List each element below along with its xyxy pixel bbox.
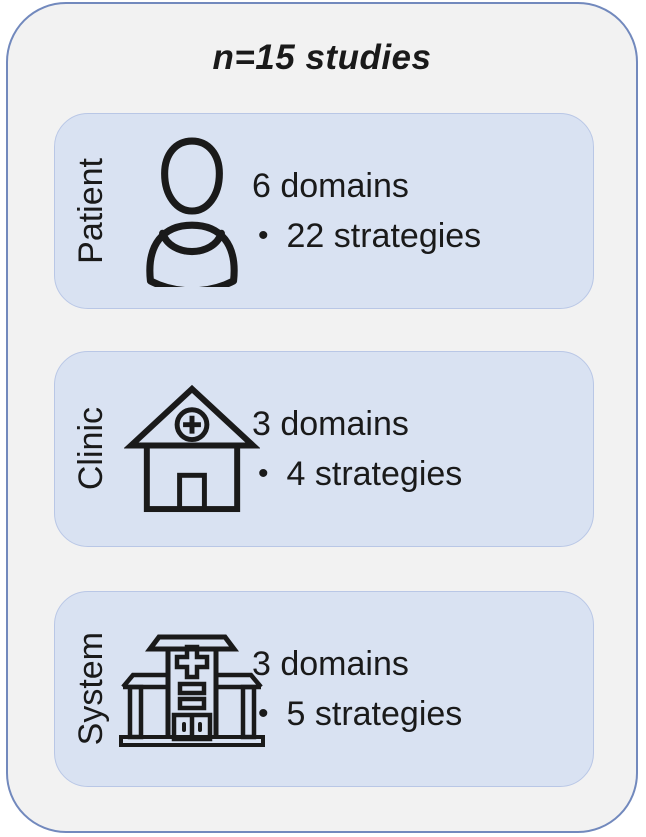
card-patient: Patient 6 domains • 22 strategies xyxy=(54,113,594,309)
bullet-glyph: • xyxy=(258,457,269,490)
strategies-line: • 5 strategies xyxy=(252,689,462,739)
hospital-icon xyxy=(119,634,265,747)
card-system-icon-slot xyxy=(117,592,267,786)
card-patient-label: Patient xyxy=(71,158,110,264)
domains-line: 6 domains xyxy=(252,167,409,205)
figure-title: n=15 studies xyxy=(212,38,432,77)
bullet-glyph: • xyxy=(258,697,269,730)
strategies-text: 5 strategies xyxy=(286,695,463,733)
person-icon xyxy=(146,137,238,287)
card-system-label: System xyxy=(71,632,110,746)
domains-line: 3 domains xyxy=(252,645,409,683)
domains-line: 3 domains xyxy=(252,405,409,443)
card-clinic-label: Clinic xyxy=(71,407,110,491)
card-system-label-slot: System xyxy=(63,592,119,786)
strategies-text: 22 strategies xyxy=(286,217,482,255)
card-system-text: 3 domains • 5 strategies xyxy=(252,639,462,739)
figure-frame: n=15 studies Patient 6 domains • 22 stra… xyxy=(6,2,638,833)
card-clinic-icon-slot xyxy=(117,352,267,546)
card-clinic-label-slot: Clinic xyxy=(63,352,119,546)
strategies-text: 4 strategies xyxy=(286,455,463,493)
bullet-glyph: • xyxy=(258,219,269,252)
strategies-line: • 22 strategies xyxy=(252,211,481,261)
card-patient-text: 6 domains • 22 strategies xyxy=(252,161,481,261)
clinic-icon xyxy=(124,384,260,513)
card-patient-label-slot: Patient xyxy=(63,114,119,308)
strategies-line: • 4 strategies xyxy=(252,449,462,499)
card-patient-icon-slot xyxy=(117,114,267,308)
card-clinic: Clinic 3 domains • 4 strategies xyxy=(54,351,594,547)
card-system: System xyxy=(54,591,594,787)
card-clinic-text: 3 domains • 4 strategies xyxy=(252,399,462,499)
